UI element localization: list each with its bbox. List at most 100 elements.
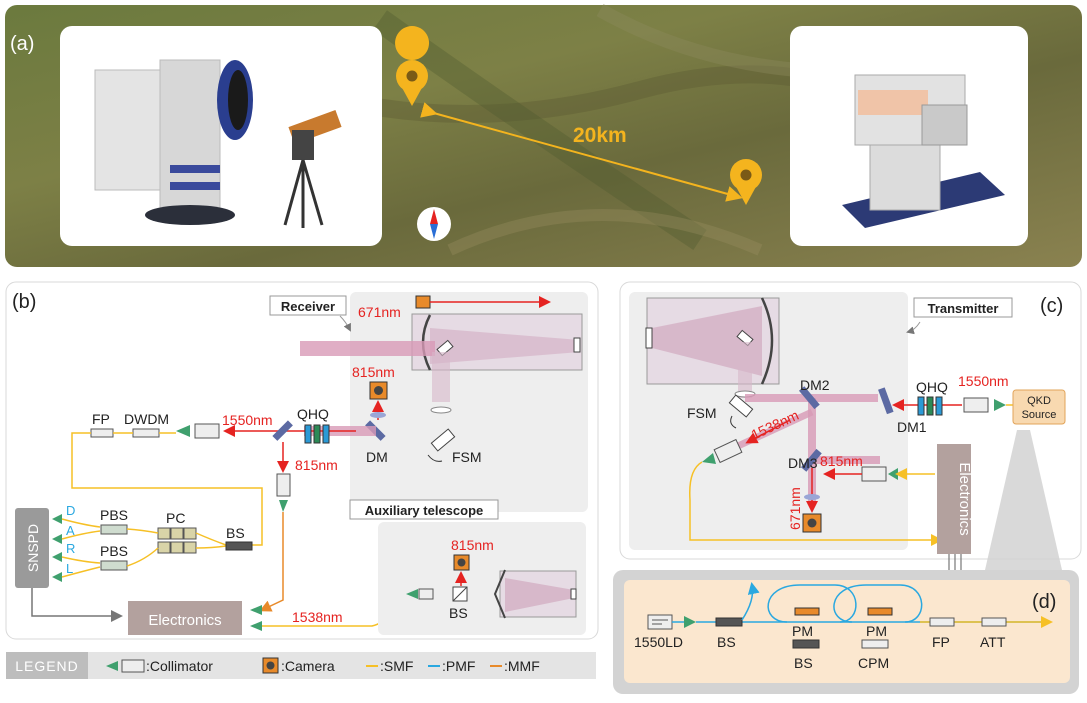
electronics-label-b: Electronics [148, 612, 221, 629]
transmitter-title: Transmitter [928, 301, 999, 316]
fp-label: FP [92, 411, 110, 427]
wl-1538-label: 1538nm [292, 609, 343, 625]
aux-collimator [418, 588, 434, 600]
collimator-c-1538 [713, 438, 743, 464]
pbs2-label: PBS [100, 543, 128, 559]
pm2-label: PM [866, 623, 887, 639]
fsm-mirror [430, 428, 456, 452]
pc-label: PC [166, 510, 185, 526]
channel-l-label: L [66, 561, 73, 576]
qhq-c-label: QHQ [916, 379, 948, 395]
panel-b-label: (b) [12, 291, 36, 313]
wl-671-c-label: 671nm [787, 487, 803, 530]
att-attenuator [981, 617, 1007, 627]
fp-d-filter [929, 617, 955, 627]
pm1-modulator [794, 607, 820, 616]
fsm-label: FSM [452, 449, 482, 465]
receiver-title-box [269, 295, 347, 316]
bs1-label: BS [717, 634, 736, 650]
panel-c-label: (c) [1040, 295, 1063, 317]
panel-c: (c) Transmitter FSM DM2 DM1 DM3 1550nm Q… [619, 281, 1082, 618]
electronics-label-c: Electronics [956, 462, 973, 535]
pbs1-label: PBS [100, 507, 128, 523]
bs-mirror-815 [272, 420, 293, 441]
legend-title: LEGEND [15, 658, 79, 674]
qkd-line2: Source [1022, 409, 1057, 421]
panel-d: (d) 1550LD BS PM PM BS CPM FP ATT [613, 570, 1079, 694]
collimator-c-1550 [963, 397, 989, 413]
dm1-label: DM1 [897, 419, 927, 435]
qhq-waveplate [304, 424, 312, 444]
pm1-label: PM [792, 623, 813, 639]
pbs1-box [100, 524, 128, 535]
transmitter-title-box [913, 297, 1013, 318]
qhq-c-waveplate [926, 396, 934, 416]
dwdm-filter [132, 428, 160, 438]
fp-filter [90, 428, 114, 438]
wl-671-label: 671nm [358, 304, 401, 320]
cpm-modulator [861, 639, 889, 649]
polarization-controller [157, 527, 197, 554]
legend-collimator: :Collimator [146, 658, 213, 674]
qhq-waveplate [322, 424, 330, 444]
snspd-detector [15, 508, 49, 588]
dwdm-label: DWDM [124, 411, 169, 427]
dm3-label: DM3 [788, 455, 818, 471]
laser-1550ld [647, 614, 673, 630]
legend: LEGEND :Collimator :Camera :SMF :PMF :MM… [6, 652, 596, 679]
receiver-title: Receiver [281, 299, 335, 314]
cpm-label: CPM [858, 655, 889, 671]
transmitter-illustration [842, 74, 1005, 228]
wl-815-down-label: 815nm [295, 457, 338, 473]
dm1-mirror [878, 387, 894, 415]
distance-label: 20km [573, 124, 627, 147]
channel-r-label: R [66, 541, 75, 556]
qhq-waveplate [313, 424, 321, 444]
qhq-label: QHQ [297, 406, 329, 422]
legend-pmf: :PMF [442, 658, 475, 674]
legend-collimator-icon [121, 659, 145, 673]
bs-coupler [225, 541, 253, 551]
collimator-c-815 [861, 466, 887, 482]
bs2-coupler [792, 639, 820, 649]
pm2-modulator [867, 607, 893, 616]
att-label: ATT [980, 634, 1006, 650]
distance-arrow [420, 102, 743, 202]
bs-label: BS [226, 525, 245, 541]
electronics-box-c [937, 444, 971, 554]
wl-1550-label: 1550nm [222, 412, 273, 428]
wl-815-c-label: 815nm [820, 453, 863, 469]
panel-a-label: (a) [10, 33, 34, 55]
qkd-source-box [1012, 389, 1066, 425]
qhq-c-waveplate [917, 396, 925, 416]
channel-a-label: A [66, 523, 75, 538]
wl-1550-c-label: 1550nm [958, 373, 1009, 389]
detector-channel-arrows [52, 514, 62, 582]
panel-d-label: (d) [1032, 591, 1056, 613]
qkd-line1: QKD [1027, 395, 1051, 407]
aux-title-box [349, 499, 499, 520]
fsm-c-label: FSM [687, 405, 717, 421]
dm3-mirror [800, 448, 822, 472]
channel-d-label: D [66, 503, 75, 518]
compass-icon [417, 207, 451, 241]
panel-a: (a) [5, 3, 1082, 267]
snspd-label: SNSPD [25, 524, 41, 572]
legend-smf: :SMF [380, 658, 413, 674]
dm2-mirror [798, 386, 820, 410]
location-pin-icon [395, 26, 430, 106]
auxiliary-telescope-illustration [283, 109, 342, 228]
bs2-label: BS [794, 655, 813, 671]
fsm-mirror-c [728, 394, 754, 418]
pbs2-box [100, 560, 128, 571]
collimator-815 [276, 473, 291, 497]
fp-d-label: FP [932, 634, 950, 650]
dm-label: DM [366, 449, 388, 465]
panel-d-inner [624, 580, 1070, 683]
large-telescope-illustration [94, 59, 253, 225]
receiver-main-beam [300, 341, 435, 356]
legend-camera: :Camera [281, 658, 335, 674]
wl-815-aux-label: 815nm [451, 537, 494, 553]
bs1-coupler [715, 617, 743, 627]
legend-mmf: :MMF [504, 658, 540, 674]
